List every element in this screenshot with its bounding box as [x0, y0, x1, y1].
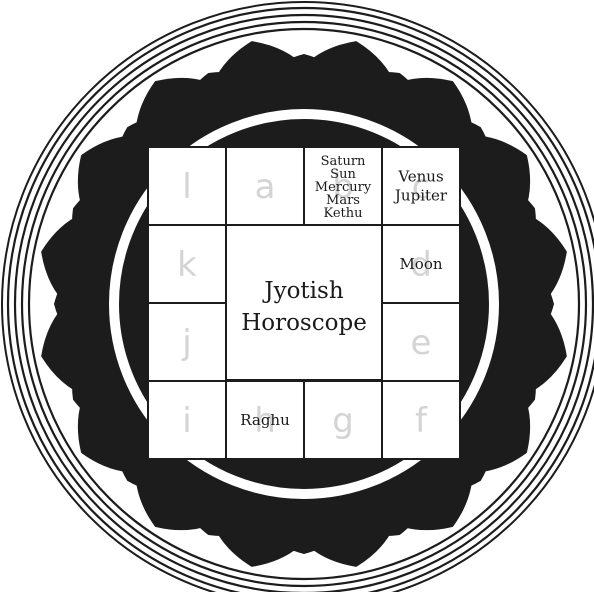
house-e: e [382, 303, 460, 381]
house-letter: k [177, 245, 197, 285]
planet-label: Moon [399, 255, 442, 273]
house-letter: g [332, 401, 354, 441]
house-letter: a [255, 167, 276, 207]
planet-label: Raghu [240, 411, 290, 429]
planet-label: Venus [397, 168, 443, 186]
house-letter: e [411, 323, 432, 363]
planet-label: Kethu [323, 206, 362, 221]
house-f: f [382, 381, 460, 459]
house-i: i [148, 381, 226, 459]
house-a: a [226, 147, 304, 225]
center-title-line1: Jyotish [262, 278, 343, 304]
house-j: j [148, 303, 226, 381]
planet-label: Jupiter [393, 187, 448, 205]
house-letter: j [181, 323, 191, 363]
house-letter: l [182, 167, 191, 207]
house-l: l [148, 147, 226, 225]
center-title-line2: Horoscope [241, 310, 367, 336]
house-letter: f [415, 401, 428, 441]
house-k: k [148, 225, 226, 303]
house-g: g [304, 381, 382, 459]
house-letter: i [182, 401, 191, 441]
